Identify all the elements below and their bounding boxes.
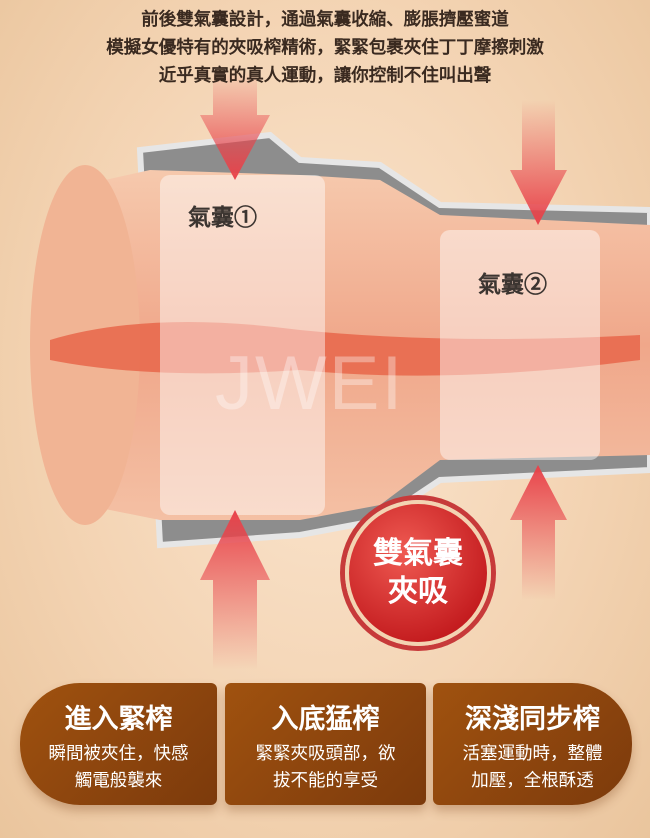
badge-line: 雙氣囊 [373, 536, 463, 571]
airbag-2 [440, 230, 600, 460]
airbag-1 [160, 175, 325, 515]
inner-canal [50, 322, 640, 376]
card-text: 緊緊夾吸頭部，欲拔不能的享受 [255, 744, 396, 791]
arrow-up-2 [510, 465, 567, 600]
badge-line: 夾吸 [388, 574, 448, 609]
dual-airbag-badge: 雙氣囊 夾吸 [345, 500, 491, 646]
intro-text: 前後雙氣囊設計，通過氣囊收縮、膨脹擠壓蜜道 模擬女優特有的夾吸榨精術，緊緊包裹夾… [0, 6, 650, 90]
watermark-logo: JWEI [215, 341, 405, 426]
card-text: 活塞運動時，整體加壓，全根酥透 [462, 744, 603, 791]
feature-card: 深淺同步榨 活塞運動時，整體加壓，全根酥透 [433, 683, 632, 805]
card-title: 入底猛榨 [271, 704, 380, 735]
arrow-down-2 [510, 100, 567, 225]
product-cross-section-illustration [30, 70, 650, 670]
airbag-1-label: 氣囊① [188, 204, 257, 231]
feature-card: 進入緊榨 瞬間被夾住，快感觸電般襲來 [20, 683, 217, 805]
card-title: 深淺同步榨 [465, 704, 600, 735]
intro-line: 前後雙氣囊設計，通過氣囊收縮、膨脹擠壓蜜道 [141, 10, 509, 30]
card-text: 瞬間被夾住，快感觸電般襲來 [48, 744, 189, 791]
card-title: 進入緊榨 [64, 704, 173, 735]
arrow-up-1 [200, 510, 270, 670]
intro-line: 模擬女優特有的夾吸榨精術，緊緊包裹夾住丁丁摩擦刺激 [106, 38, 544, 58]
airbag-2-label: 氣囊② [478, 271, 547, 298]
intro-line: 近乎真實的真人運動，讓你控制不住叫出聲 [158, 66, 492, 86]
feature-card: 入底猛榨 緊緊夾吸頭部，欲拔不能的享受 [225, 683, 426, 805]
arrow-down-1 [200, 70, 270, 180]
